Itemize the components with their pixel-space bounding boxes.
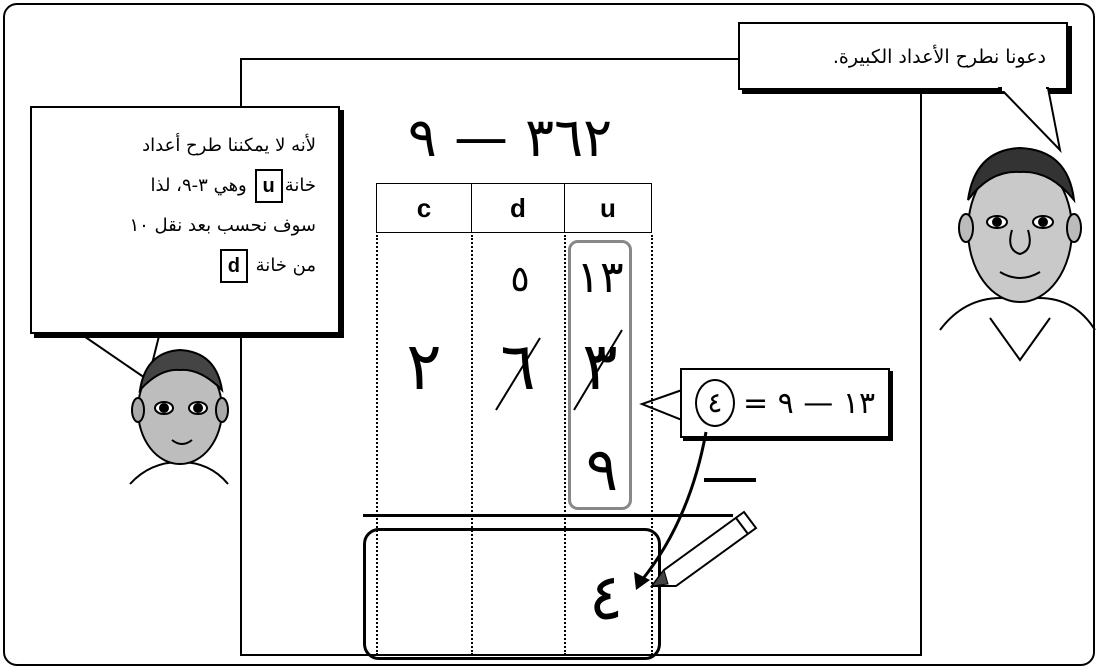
callout-box: ١٣ — ٩ = ٤ — [680, 368, 890, 438]
man-character-illustration — [939, 146, 1096, 362]
boxed-letter-u: u — [254, 169, 283, 203]
speech-bubble-top: دعونا نطرح الأعداد الكبيرة. — [738, 22, 1068, 90]
board — [240, 58, 922, 656]
subtraction-problem: ٣٦٢ — ٩ — [407, 106, 613, 169]
sum-line — [363, 514, 733, 517]
pencil-icon — [650, 510, 758, 587]
boxed-letter-d: d — [219, 249, 248, 283]
arrow-head-icon — [634, 572, 650, 590]
boy-character-illustration — [129, 348, 229, 485]
arrow-line — [640, 431, 708, 581]
carry-digit-d: ٥ — [510, 259, 530, 300]
speech-bubble-left: لأنه لا يمكننا طرح أعداد خانةu وهي ٣-٩، … — [30, 106, 340, 334]
digit-d-top-crossed: ٦ — [500, 328, 536, 405]
line4-pre: من خانة — [255, 255, 316, 276]
units-highlight — [568, 240, 632, 510]
line2-post: وهي ٣-٩، لذا — [150, 175, 247, 196]
column-line — [376, 235, 378, 655]
line2-pre: خانة — [284, 175, 316, 196]
result-box — [363, 528, 661, 660]
minus-sign — [704, 478, 756, 482]
speech-left-line3: سوف نحسب بعد نقل ١٠ — [129, 215, 316, 236]
digit-c-top: ٢ — [406, 328, 442, 405]
result-digit-u: ٤ — [588, 561, 624, 635]
speech-left-line4: من خانة d — [42, 246, 316, 286]
callout-expression: ١٣ — ٩ = — [742, 385, 876, 421]
speech-left-line2: خانةu وهي ٣-٩، لذا — [42, 166, 316, 206]
speech-left-line1: لأنه لا يمكننا طرح أعداد — [142, 135, 316, 156]
column-line — [564, 235, 566, 655]
column-header-u: u — [564, 183, 652, 233]
callout-result-circled: ٤ — [694, 379, 735, 427]
speech-top-text: دعونا نطرح الأعداد الكبيرة. — [832, 46, 1046, 68]
digit-u-subtrahend: ٩ — [585, 435, 619, 505]
column-line — [471, 235, 473, 655]
carry-digit-u: ١٣ — [576, 252, 624, 303]
column-line — [651, 235, 653, 655]
